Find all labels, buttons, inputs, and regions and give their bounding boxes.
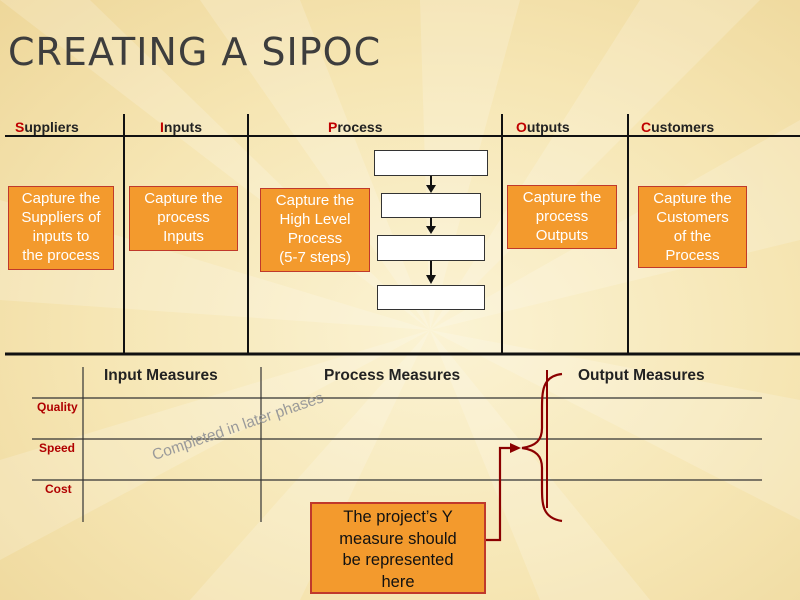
slide-title: CREATING A SIPOC	[8, 30, 382, 74]
column-header-outputs: Outputs	[516, 119, 570, 135]
input-measures-header: Input Measures	[104, 367, 218, 384]
row-label-cost: Cost	[45, 482, 72, 496]
row-label-speed: Speed	[39, 441, 76, 455]
process-measures-header: Process Measures	[324, 367, 461, 384]
column-header-suppliers: Suppliers	[15, 119, 79, 135]
process-step-box	[377, 235, 485, 261]
process-step-box	[374, 150, 488, 176]
output-measures-header: Output Measures	[578, 367, 705, 384]
column-header-process: Process	[328, 119, 383, 135]
process-step-box	[377, 285, 485, 310]
process-step-box	[381, 193, 481, 218]
column-header-inputs: Inputs	[160, 119, 202, 135]
row-label-quality: Quality	[37, 400, 78, 414]
column-header-customers: Customers	[641, 119, 715, 135]
